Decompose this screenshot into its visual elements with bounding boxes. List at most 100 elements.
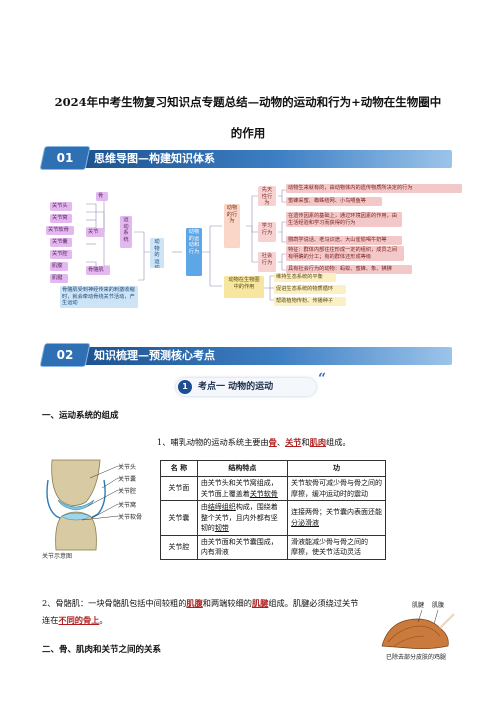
row-feature: 由关节头和关节窝组成，关节面上覆盖着关节软骨 <box>196 476 289 501</box>
chicken-leg-illustration <box>381 609 455 650</box>
section-banner-knowledge: 02 知识梳理—预测核心考点 <box>39 343 452 369</box>
feature-text: 由关节头和关节窝组成，关节面上覆盖着 <box>200 479 278 498</box>
joint-structure-table-wrap: 名 称 结构特点 功 关节面 由关节头和关节窝组成，关节面上覆盖着关节软骨 关节… <box>160 460 386 582</box>
node-bone: 骨 <box>96 192 108 201</box>
paragraph-text: 组成。肌腱必须绕过关节 <box>268 598 359 608</box>
mind-map: 骨 关节头 关节窝 关节软骨 关节囊 关节腔 关节 肌腹 肌腱 骨骼肌 运动系统… <box>46 182 466 316</box>
node-innate-def: 动物生来就有的，由动物体内的遗传物质所决定的行为 <box>286 184 462 193</box>
function-text: 摩擦，使关节活动灵活 <box>291 548 361 556</box>
banner-number-badge: 02 <box>39 343 91 367</box>
paragraph-text: 连在 <box>42 615 59 625</box>
node-joint-cavity: 关节腔 <box>50 250 72 259</box>
node-animal-behavior: 动物的行为 <box>224 204 240 248</box>
function-text: 连接两骨；关节囊内表面还能 <box>291 508 382 517</box>
banner-number-badge: 01 <box>39 146 91 170</box>
node-role-pollination: 帮助植物传粉、传播种子 <box>274 297 346 306</box>
muscle-label-belly: 肌腹 <box>432 602 445 609</box>
row-feature: 由关节面和关节囊围成，内有滑液 <box>196 534 289 560</box>
function-text: 滑液能减少骨与骨之间的 <box>291 537 368 546</box>
joint-label-cartilage: 关节软骨 <box>118 514 143 521</box>
keyword-muscle: 肌肉 <box>309 437 327 447</box>
joint-label-head: 关节头 <box>118 464 137 471</box>
function-text: 摩擦，缓冲运动时的震动 <box>291 489 368 498</box>
keyword-muscle-belly: 肌腹 <box>186 598 203 608</box>
chicken-leg-diagram: 肌腱 肌腹 已除去部分皮肤的鸡腿 <box>378 602 458 666</box>
intro-sep: 、 <box>276 437 286 447</box>
muscle-label-tendon: 肌腱 <box>412 602 425 609</box>
table-row: 关节囊 由结缔组织构成，围绕着整个关节，且内外都有坚韧的韧带 连接两骨；关节囊内… <box>160 500 386 536</box>
topic-text: 考点一 动物的运动 <box>198 382 274 392</box>
node-tendon: 肌腱 <box>50 274 68 283</box>
row-name: 关节囊 <box>160 500 198 536</box>
skeletal-muscle-paragraph: 2、骨骼肌：一块骨骼肌包括中间较粗的肌腹和两端较细的肌腱组成。肌腱必须绕过关节 <box>42 597 382 609</box>
row-function: 连接两骨；关节囊内表面还能分泌滑液 <box>287 500 386 536</box>
document-title-line2: 的作用 <box>230 126 266 140</box>
table-row: 关节腔 由关节面和关节囊围成，内有滑液 滑液能减少骨与骨之间的摩擦，使关节活动灵… <box>160 534 386 560</box>
joint-caption: 关节示意图 <box>42 553 73 560</box>
banner-number: 01 <box>56 151 74 165</box>
joint-illustration <box>46 459 119 551</box>
banner-bar <box>66 150 452 168</box>
row-feature: 由结缔组织构成，围绕着整个关节，且内外都有坚韧的韧带 <box>196 500 289 536</box>
feature-keyword: 结缔组织 <box>207 503 236 511</box>
node-joint-cartilage: 关节软骨 <box>46 226 74 235</box>
node-motor-system: 运动系统 <box>120 216 132 248</box>
table-header-row: 名 称 结构特点 功 <box>160 460 386 477</box>
joint-diagram: 关节头 关节囊 关节腔 关节窝 关节软骨 <box>42 458 154 562</box>
node-skeletal-muscle: 骨骼肌 <box>86 266 110 275</box>
section-heading-motor-system: 一、运动系统的组成 <box>42 411 119 421</box>
node-learned-def: 在遗传因素的基础上，通过环境因素的作用，由生活经验和学习而获得的行为 <box>286 212 402 228</box>
joint-structure-table: 名 称 结构特点 功 关节面 由关节头和关节窝组成，关节面上覆盖着关节软骨 关节… <box>160 460 386 560</box>
table-header-name: 名 称 <box>160 460 198 477</box>
intro-sep: 和 <box>301 437 310 447</box>
node-social-examples: 具有社会行为的动物：蚂蚁、蜜蜂、象、狒狒 <box>286 265 412 274</box>
keyword-different-bones: 不同的骨上 <box>58 615 100 625</box>
feature-text: 构成，围绕着整个关节，且内外都有坚韧的 <box>200 503 278 532</box>
joint-label-socket: 关节窝 <box>118 502 137 509</box>
function-text: 关节软骨可减少骨与骨之间的 <box>291 479 382 487</box>
node-joint: 关节 <box>86 228 104 237</box>
skeletal-muscle-paragraph-line2: 连在不同的骨上。 <box>42 614 108 626</box>
node-innate-behavior: 先天性行为 <box>258 186 276 206</box>
section-heading-relationship: 二、骨、肌肉和关节之间的关系 <box>42 645 162 655</box>
node-role-balance: 维持生态系统的平衡 <box>274 273 336 282</box>
node-learned-behavior: 学习行为 <box>258 222 276 242</box>
node-social-features: 特征：群体内部往往形成一定的组织，成员之间有明确的分工；有的群体还形成等级 <box>286 246 404 262</box>
row-name: 关节面 <box>160 476 198 501</box>
node-movement-and-behavior: 动物的运动和行为 <box>186 228 202 276</box>
paragraph-text: 2、骨骼肌：一块骨骼肌包括中间较粗的 <box>42 598 187 608</box>
table-header-function: 功 <box>287 460 386 477</box>
banner-text: 思维导图—构建知识体系 <box>94 152 215 165</box>
banner-number: 02 <box>56 348 74 362</box>
node-muscle-belly: 肌腹 <box>50 262 68 271</box>
paragraph-text: 。 <box>99 615 108 625</box>
keyword-tendon: 肌腱 <box>251 598 269 608</box>
intro-text: 组成。 <box>326 437 351 447</box>
node-animal-role: 动物在生物圈中的作用 <box>224 276 264 298</box>
row-name: 关节腔 <box>160 534 198 560</box>
muscle-caption: 已除去部分皮肤的鸡腿 <box>386 654 447 661</box>
topic-number: 1 <box>178 380 192 394</box>
node-joint-head: 关节头 <box>50 202 72 211</box>
node-innate-examples: 蜜蜂采蜜、蜘蛛结网、小鸟喂鱼等 <box>286 197 382 206</box>
table-row: 关节面 由关节头和关节窝组成，关节面上覆盖着关节软骨 关节软骨可减少骨与骨之间的… <box>160 476 386 501</box>
quote-mark-icon: “ <box>318 371 327 387</box>
node-animal-movement: 动物的运动 <box>150 238 164 268</box>
node-social-behavior: 社会行为 <box>258 252 276 272</box>
keyword-joint: 关节 <box>285 437 302 447</box>
document-title-line1: 2024年中考生物复习知识点专题总结—动物的运动和行为+动物在生物圈中 <box>54 95 442 109</box>
table-header-feature: 结构特点 <box>196 460 289 477</box>
row-function: 滑液能减少骨与骨之间的摩擦，使关节活动灵活 <box>287 534 386 560</box>
intro-text: 1、哺乳动物的运动系统主要由 <box>157 437 269 447</box>
feature-keyword: 韧带 <box>214 524 229 532</box>
banner-text: 知识梳理—预测核心考点 <box>94 349 215 362</box>
feature-text: 由 <box>200 503 208 511</box>
node-stimulus: 骨骼肌受到神经传来的刺激收缩时，就会牵动骨绕关节活动，产生运动 <box>60 286 138 308</box>
paragraph-text: 和两端较细的 <box>202 598 252 608</box>
joint-label-capsule: 关节囊 <box>118 476 137 483</box>
intro-paragraph: 1、哺乳动物的运动系统主要由骨、关节和肌肉组成。 <box>157 436 351 448</box>
topic-pill: 1 考点一 动物的运动 <box>176 378 316 396</box>
function-text: 分泌滑液 <box>291 518 319 527</box>
node-joint-capsule: 关节囊 <box>50 238 72 247</box>
banner-bar <box>66 347 452 365</box>
